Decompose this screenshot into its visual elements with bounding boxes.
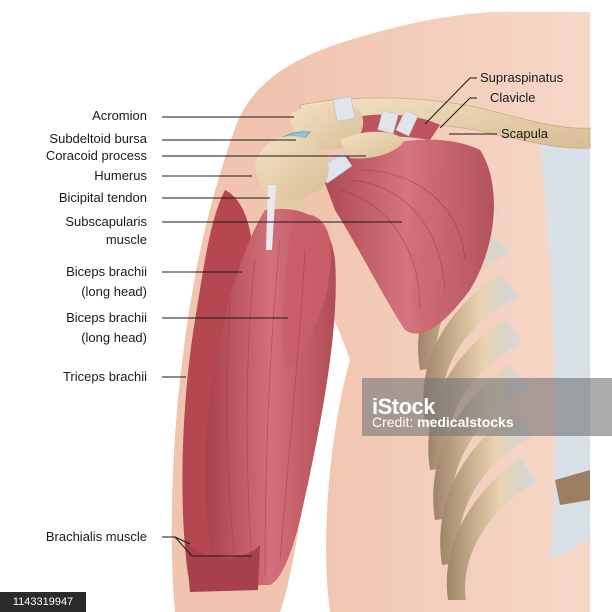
watermark-credit: Credit: medicalstocks bbox=[372, 414, 514, 430]
humerus-head bbox=[255, 136, 329, 202]
label-clavicle: Clavicle bbox=[490, 90, 536, 105]
coracoid-process bbox=[340, 131, 405, 159]
istock-logo: iStock bbox=[372, 394, 436, 419]
label-supraspinatus: Supraspinatus bbox=[480, 70, 564, 85]
label-scapula: Scapula bbox=[501, 126, 548, 141]
spine-rib-end bbox=[555, 470, 590, 505]
leader-clavicle bbox=[439, 97, 477, 129]
label-acromion: Acromion bbox=[92, 108, 147, 123]
subscapularis-muscle bbox=[320, 139, 494, 334]
sternum-cartilage bbox=[540, 130, 590, 560]
brachialis-muscle bbox=[185, 540, 260, 592]
label-triceps-brachii: Triceps brachii bbox=[62, 369, 147, 384]
label-humerus: Humerus bbox=[94, 168, 147, 183]
label-bicipital-tendon: Bicipital tendon bbox=[58, 190, 147, 205]
stock-image-id: 1143319947 bbox=[0, 592, 86, 612]
subscapularis-fibers bbox=[339, 169, 466, 311]
label-biceps-brachii-a: Biceps brachii bbox=[66, 264, 147, 279]
biceps-short-head bbox=[283, 214, 331, 370]
leader-brachialis bbox=[162, 536, 252, 557]
leader-supraspinatus bbox=[424, 77, 477, 125]
watermark-overlay: iStock Credit: medicalstocks bbox=[362, 378, 612, 436]
bicipital-tendon bbox=[266, 185, 276, 250]
label-subdeltoid-bursa: Subdeltoid bursa bbox=[49, 131, 147, 146]
label-coracoid-process: Coracoid process bbox=[45, 148, 147, 163]
label-subscapularis-line2: muscle bbox=[105, 232, 147, 247]
rib bbox=[440, 412, 532, 565]
biceps-fibers bbox=[226, 239, 306, 576]
label-biceps-brachii-b-line2: (long head) bbox=[81, 330, 147, 345]
label-subscapularis: Subscapularis bbox=[65, 214, 147, 229]
label-biceps-brachii-a-line2: (long head) bbox=[81, 284, 147, 299]
label-biceps-brachii-b: Biceps brachii bbox=[66, 310, 147, 325]
leader-brachialis-2 bbox=[174, 536, 191, 545]
leader-lines bbox=[162, 77, 497, 557]
label-brachialis-muscle: Brachialis muscle bbox=[45, 529, 147, 544]
rib bbox=[446, 458, 536, 600]
